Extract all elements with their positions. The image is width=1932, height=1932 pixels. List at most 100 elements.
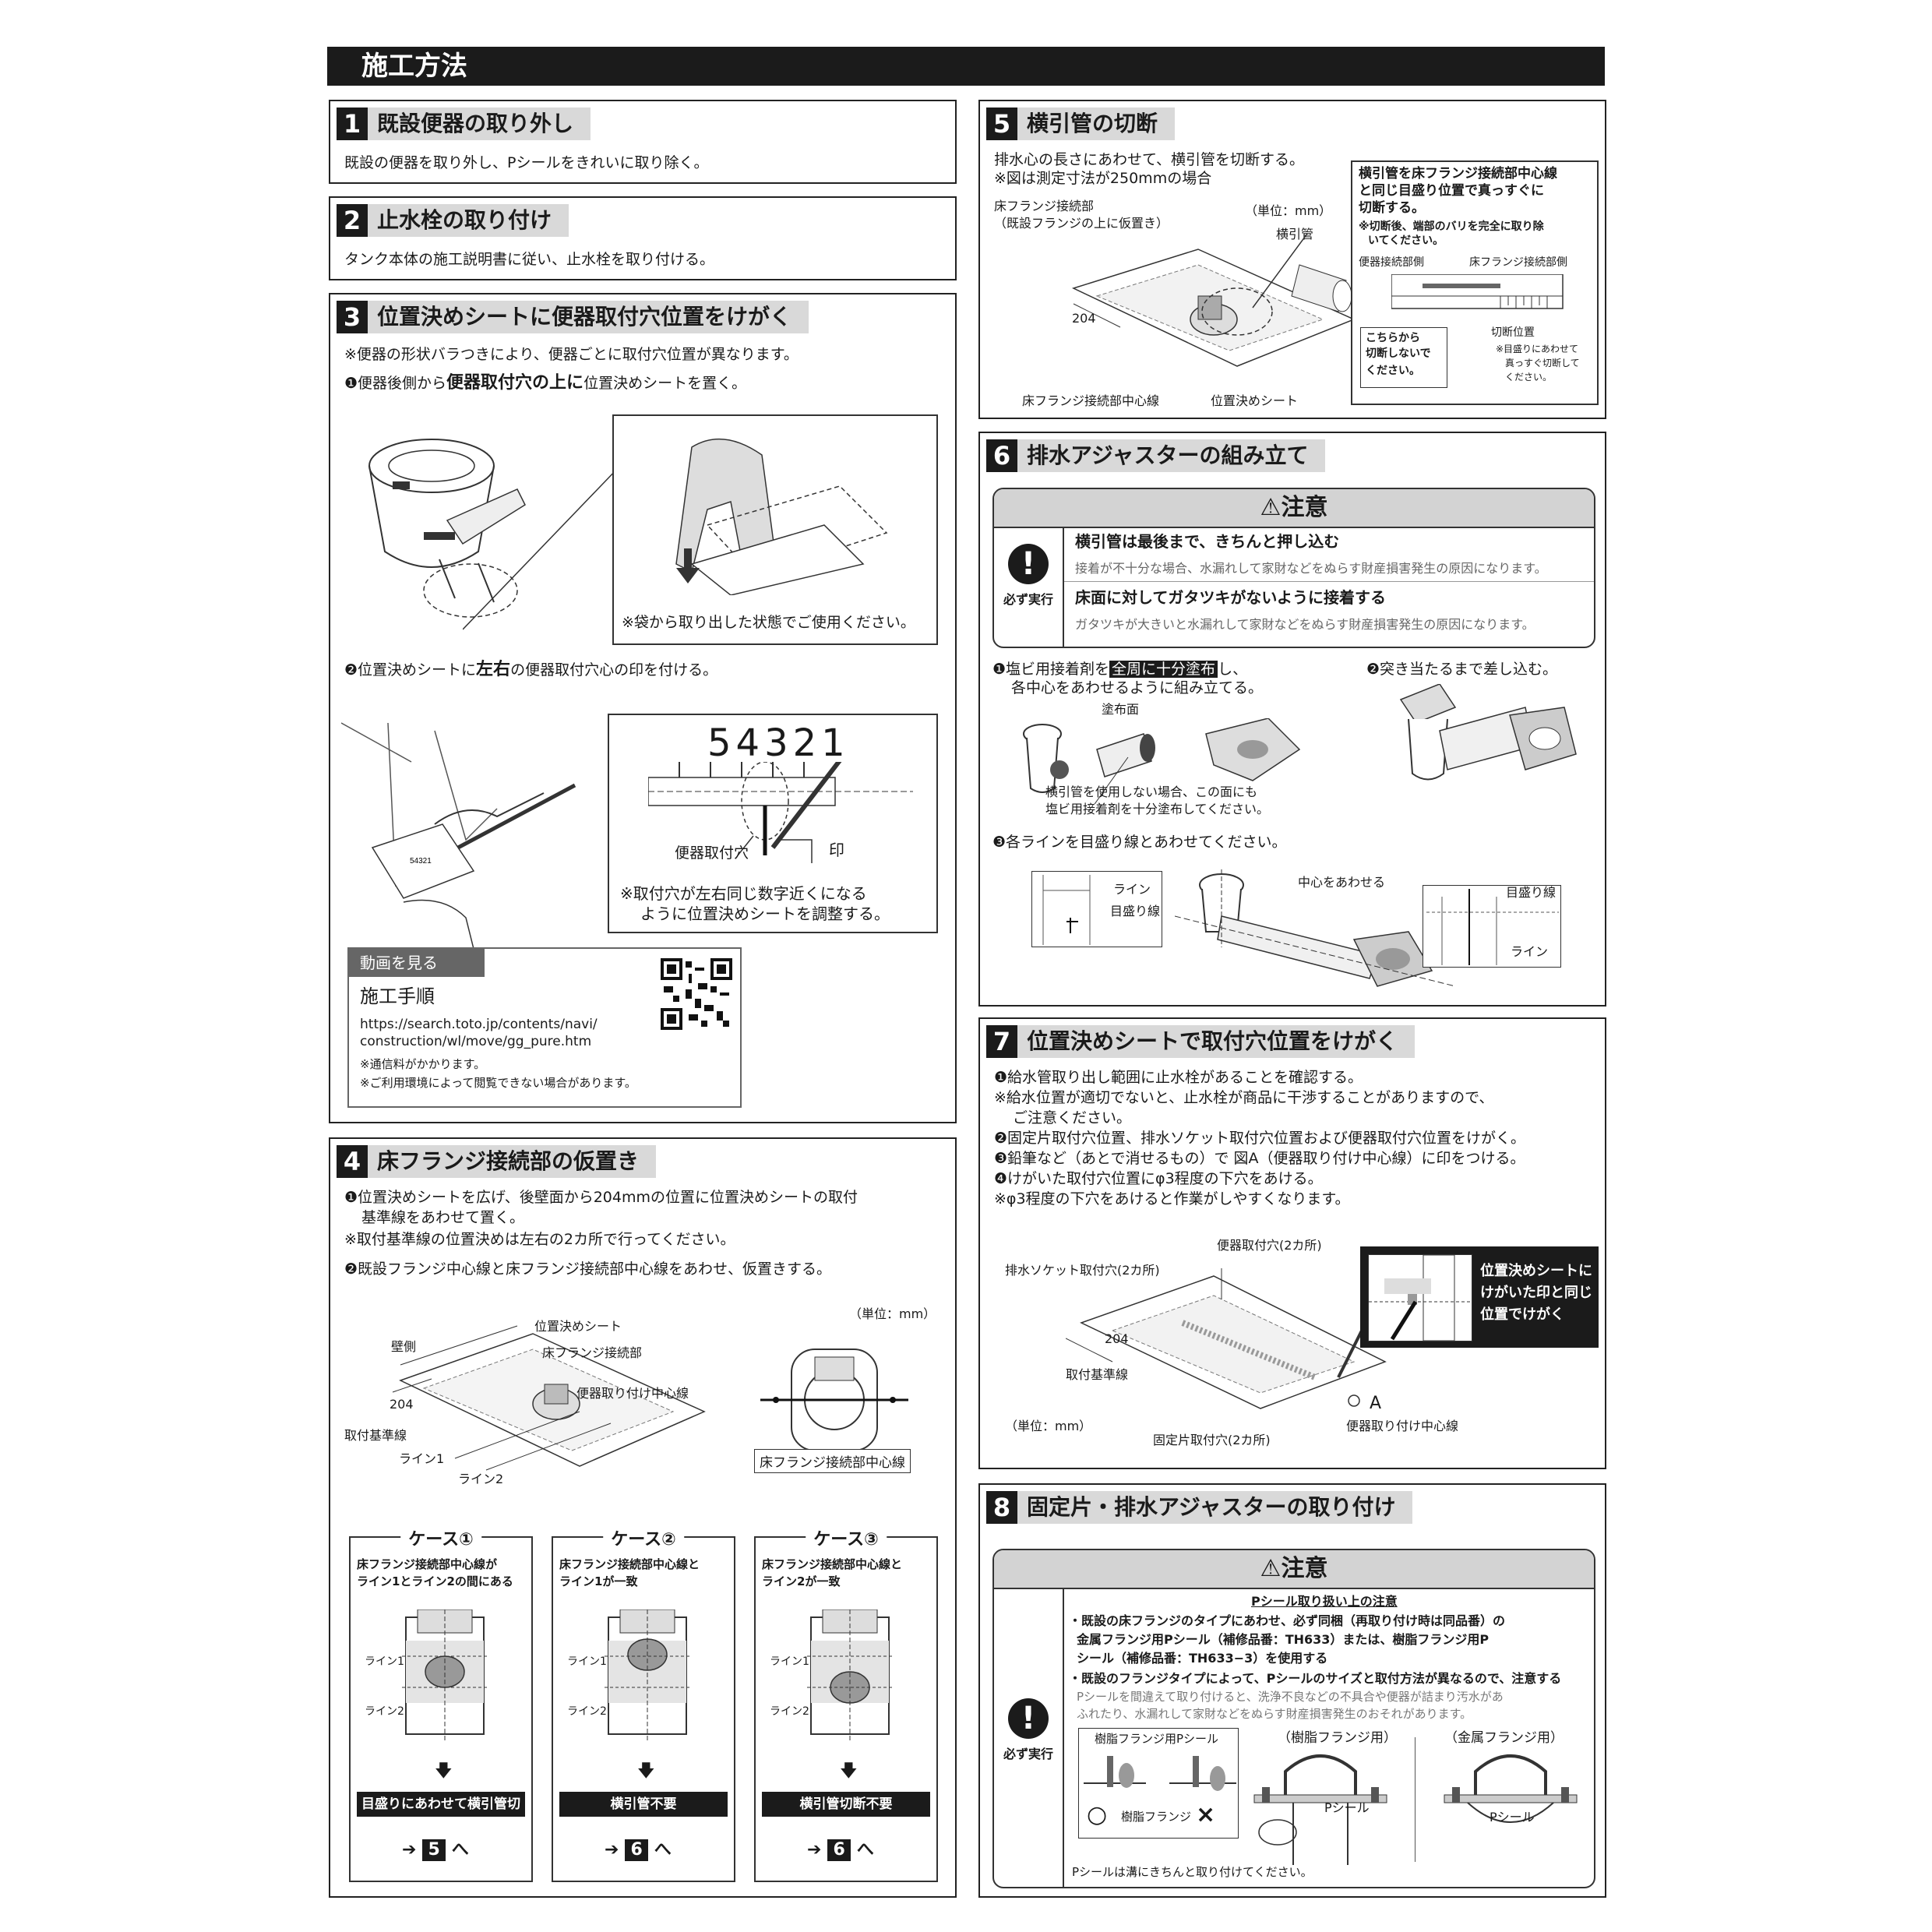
pseal-label-metal: Pシール (1490, 1810, 1535, 1824)
dimension-label: 204 (1105, 1331, 1129, 1346)
sheet-label: 位置決めシート (1211, 393, 1299, 408)
line-6: ❹けがいた取付穴位置にφ3程度の下穴をあける。 (994, 1170, 1323, 1187)
cut-note-1: ※目盛りにあわせて (1496, 344, 1579, 354)
toilet-hole-label: 便器取付穴(2カ所) (1217, 1238, 1322, 1253)
unit-label: （単位：mm） (1005, 1419, 1092, 1433)
must-label: 必ず実行 (1003, 592, 1053, 607)
section-text: タンク本体の施工説明書に従い、止水栓を取り付ける。 (344, 251, 715, 268)
step-text: 位置決めシートを置く。 (583, 375, 747, 392)
step-2-text: ❷突き当たるまで差し込む。 (1366, 661, 1558, 678)
resin-flange-diagram (1253, 1754, 1387, 1865)
video-url-1[interactable]: https://search.toto.jp/contents/navi/ (360, 1017, 598, 1032)
adjuster-parts-illustration (1023, 718, 1301, 804)
case-line2: ライン2 (365, 1705, 404, 1718)
case-diagram (807, 1609, 893, 1742)
case-desc-1: 床フランジ接続部中心線が (357, 1557, 498, 1571)
caution-title: 注意 (1281, 1555, 1328, 1582)
ng-mark: × (1196, 1801, 1216, 1828)
no-cut-box: こちらから 切断しないで ください。 (1360, 327, 1447, 388)
section-5-header: 5 横引管の切断 (986, 108, 1176, 140)
callout-box: 位置決めシートに けがいた印と同じ 位置でけがく (1360, 1246, 1599, 1348)
flange-label: 床フランジ接続部 (542, 1345, 643, 1360)
pseal-title: Pシール取り扱い上の注意 (1251, 1594, 1398, 1609)
case-goto: ➔ 6 へ (807, 1839, 874, 1861)
section-number: 1 (337, 108, 368, 140)
socket-hole-label: 排水ソケット取付穴(2カ所) (1005, 1263, 1160, 1278)
step-2-text: ❷位置決めシートに左右の便器取付穴心の印を付ける。 (344, 659, 717, 681)
resin-flange-label: 樹脂フランジ (1121, 1810, 1192, 1824)
section-title: 既設便器の取り外し (368, 108, 591, 140)
section-title: 位置決めシートに便器取付穴位置をけがく (368, 301, 809, 333)
text-2: ※図は測定寸法が250mmの場合 (994, 170, 1212, 187)
section-title: 位置決めシートで取付穴位置をけがく (1017, 1025, 1416, 1058)
video-note-1: ※通信料がかかります。 (360, 1057, 486, 1071)
case-diagram (402, 1609, 488, 1742)
sheet-placement-diagram (392, 1325, 706, 1471)
down-arrow-icon: 🡇 (637, 1761, 655, 1781)
resin-pseal-label: 樹脂フランジ用Pシール (1095, 1732, 1219, 1746)
video-url-2[interactable]: construction/wl/move/gg_pure.htm (360, 1034, 592, 1049)
case-title: ケース③ (806, 1525, 887, 1550)
section-number: 7 (986, 1025, 1017, 1058)
metal-type-label: （金属フランジ用） (1444, 1730, 1564, 1746)
step-1-text: ❶塩ビ用接着剤を全周に十分塗布し、 (992, 659, 1247, 680)
must-do: ! 必ず実行 (997, 544, 1059, 608)
step-1-text: ❶便器後側から便器取付穴の上に位置決めシートを置く。 (344, 372, 746, 394)
warning-icon: ⚠ (1260, 1555, 1282, 1582)
section-title: 固定片・排水アジャスターの取り付け (1017, 1491, 1413, 1524)
section-1-header: 1 既設便器の取り外し (337, 108, 591, 140)
resin-pseal-box: 樹脂フランジ用Pシール ○ × 樹脂フランジ (1078, 1728, 1239, 1839)
section-number: 5 (986, 108, 1017, 140)
scale-detail-box: 54321 便器取付穴 印 ※取付穴が左右同じ数字近くになる ように位置決めシー… (608, 714, 938, 933)
case-result: 横引管不要 (559, 1792, 728, 1817)
goto-suffix: へ (451, 1840, 469, 1860)
step-text: の便器取付穴心の印を付ける。 (510, 661, 718, 679)
callout-zoom-diagram (1369, 1255, 1472, 1341)
box-note-1: ※切断後、端部のバリを完全に取り除 (1359, 220, 1544, 233)
callout-text-2: けがいた印と同じ (1480, 1285, 1592, 1301)
video-box: 動画を見る 施工手順 https://search.toto.jp/conten… (347, 947, 742, 1108)
section-number: 8 (986, 1491, 1017, 1524)
bag-detail-box: ※袋から取り出した状態でご使用ください。 (612, 414, 938, 645)
must-label: 必ず実行 (1003, 1747, 1053, 1761)
section-title: 横引管の切断 (1017, 108, 1176, 140)
groove-note: Pシールは溝にきちんと取り付けてください。 (1072, 1865, 1313, 1879)
section-title: 止水栓の取り付け (368, 204, 569, 237)
case-line1: ライン1 (567, 1655, 607, 1668)
line-7: ※φ3程度の下穴をあけると作業がしやすくなります。 (994, 1190, 1350, 1208)
caution-title: 注意 (1281, 494, 1328, 521)
box-note-2: いてください。 (1368, 234, 1444, 247)
mark-label: 印 (829, 841, 844, 859)
case-desc-1: 床フランジ接続部中心線と (762, 1557, 903, 1571)
section-8-panel: 8 固定片・排水アジャスターの取り付け ⚠注意 ! 必ず実行 Pシール取り扱い上… (978, 1483, 1606, 1898)
qr-code-icon[interactable] (661, 958, 732, 1030)
section-6-header: 6 排水アジャスターの組み立て (986, 439, 1326, 472)
section-3-header: 3 位置決めシートに便器取付穴位置をけがく (337, 301, 809, 333)
dimension-label: 204 (390, 1397, 414, 1412)
case-title: ケース① (400, 1525, 481, 1550)
exclamation-icon: ! (1008, 1698, 1049, 1739)
wall-side-label: 壁側 (391, 1339, 417, 1354)
section-4-panel: 4 床フランジ接続部の仮置き ❶位置決めシートを広げ、後壁面から204mmの位置… (329, 1137, 957, 1898)
section-3-panel: 3 位置決めシートに便器取付穴位置をけがく ※便器の形状バラつきにより、便器ごと… (329, 293, 957, 1123)
line2-label: ライン2 (458, 1472, 504, 1486)
adjust-note-2: ように位置決めシートを調整する。 (640, 904, 890, 923)
step-text: し、 (1218, 661, 1248, 678)
sheet-placement-illustration (675, 438, 888, 595)
case-2: ケース② 床フランジ接続部中心線と ライン1が一致 ライン1 ライン2 🡇 横引… (552, 1525, 735, 1882)
bullet-2-note-2: ふれたり、水漏れして家財などをぬらす財産損害発生のおそれがあります。 (1077, 1707, 1472, 1721)
center-line-label: 便器取り付け中心線 (1346, 1419, 1459, 1433)
case-title: ケース② (603, 1525, 684, 1550)
step-text: ❶便器後側から (344, 375, 447, 392)
align-center-label: 中心をあわせる (1298, 875, 1386, 890)
no-cut-3: ください。 (1366, 365, 1420, 377)
step-1-line-1: ❶位置決めシートを広げ、後壁面から204mmの位置に位置決めシートの取付 (344, 1189, 858, 1206)
caution-2-text: ガタツキが大きいと水漏れして家財などをぬらす財産損害発生の原因になります。 (1075, 617, 1535, 632)
cut-note-2: 真っすぐ切断して (1505, 358, 1580, 368)
svg-text:54321: 54321 (410, 857, 432, 866)
toilet-side-label: 便器接続部側 (1359, 256, 1424, 269)
pipe-cut-diagram (1071, 234, 1356, 367)
metal-flange-diagram (1444, 1754, 1578, 1823)
apply-face-label: 塗布面 (1102, 702, 1140, 717)
step-1-text-2: 各中心をあわせるように組み立てる。 (1011, 679, 1264, 696)
